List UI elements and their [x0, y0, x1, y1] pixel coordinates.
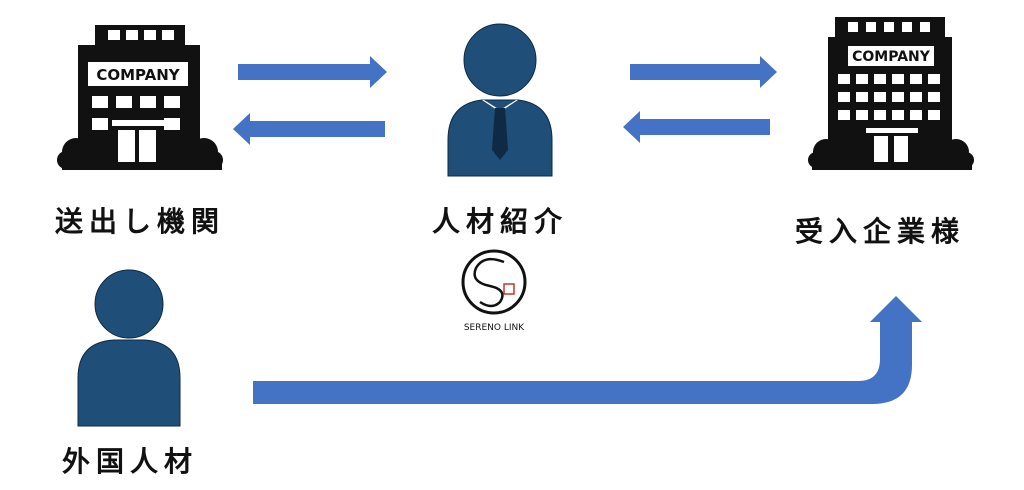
sereno-link-logo-icon — [461, 249, 527, 315]
sender-label: 送出し機関 — [54, 205, 225, 238]
worker-person-icon — [77, 269, 181, 427]
receiver-sign-text: COMPANY — [852, 49, 931, 65]
agency-person-icon — [447, 23, 553, 177]
arrow-agency-to-receiver — [630, 56, 777, 88]
sender-building-icon — [57, 25, 223, 170]
logo-text: SERENO LINK — [464, 323, 525, 333]
receiver-label: 受入企業様 — [794, 215, 965, 248]
arrow-worker-to-receiver — [253, 296, 922, 404]
agency-label: 人材紹介 — [431, 205, 568, 238]
arrow-receiver-to-agency — [623, 111, 770, 143]
arrow-sender-to-agency — [238, 56, 387, 88]
sender-sign-text: COMPANY — [96, 66, 180, 84]
receiver-building-icon — [808, 17, 974, 170]
arrow-agency-to-sender — [233, 113, 385, 145]
worker-label: 外国人材 — [61, 445, 198, 478]
